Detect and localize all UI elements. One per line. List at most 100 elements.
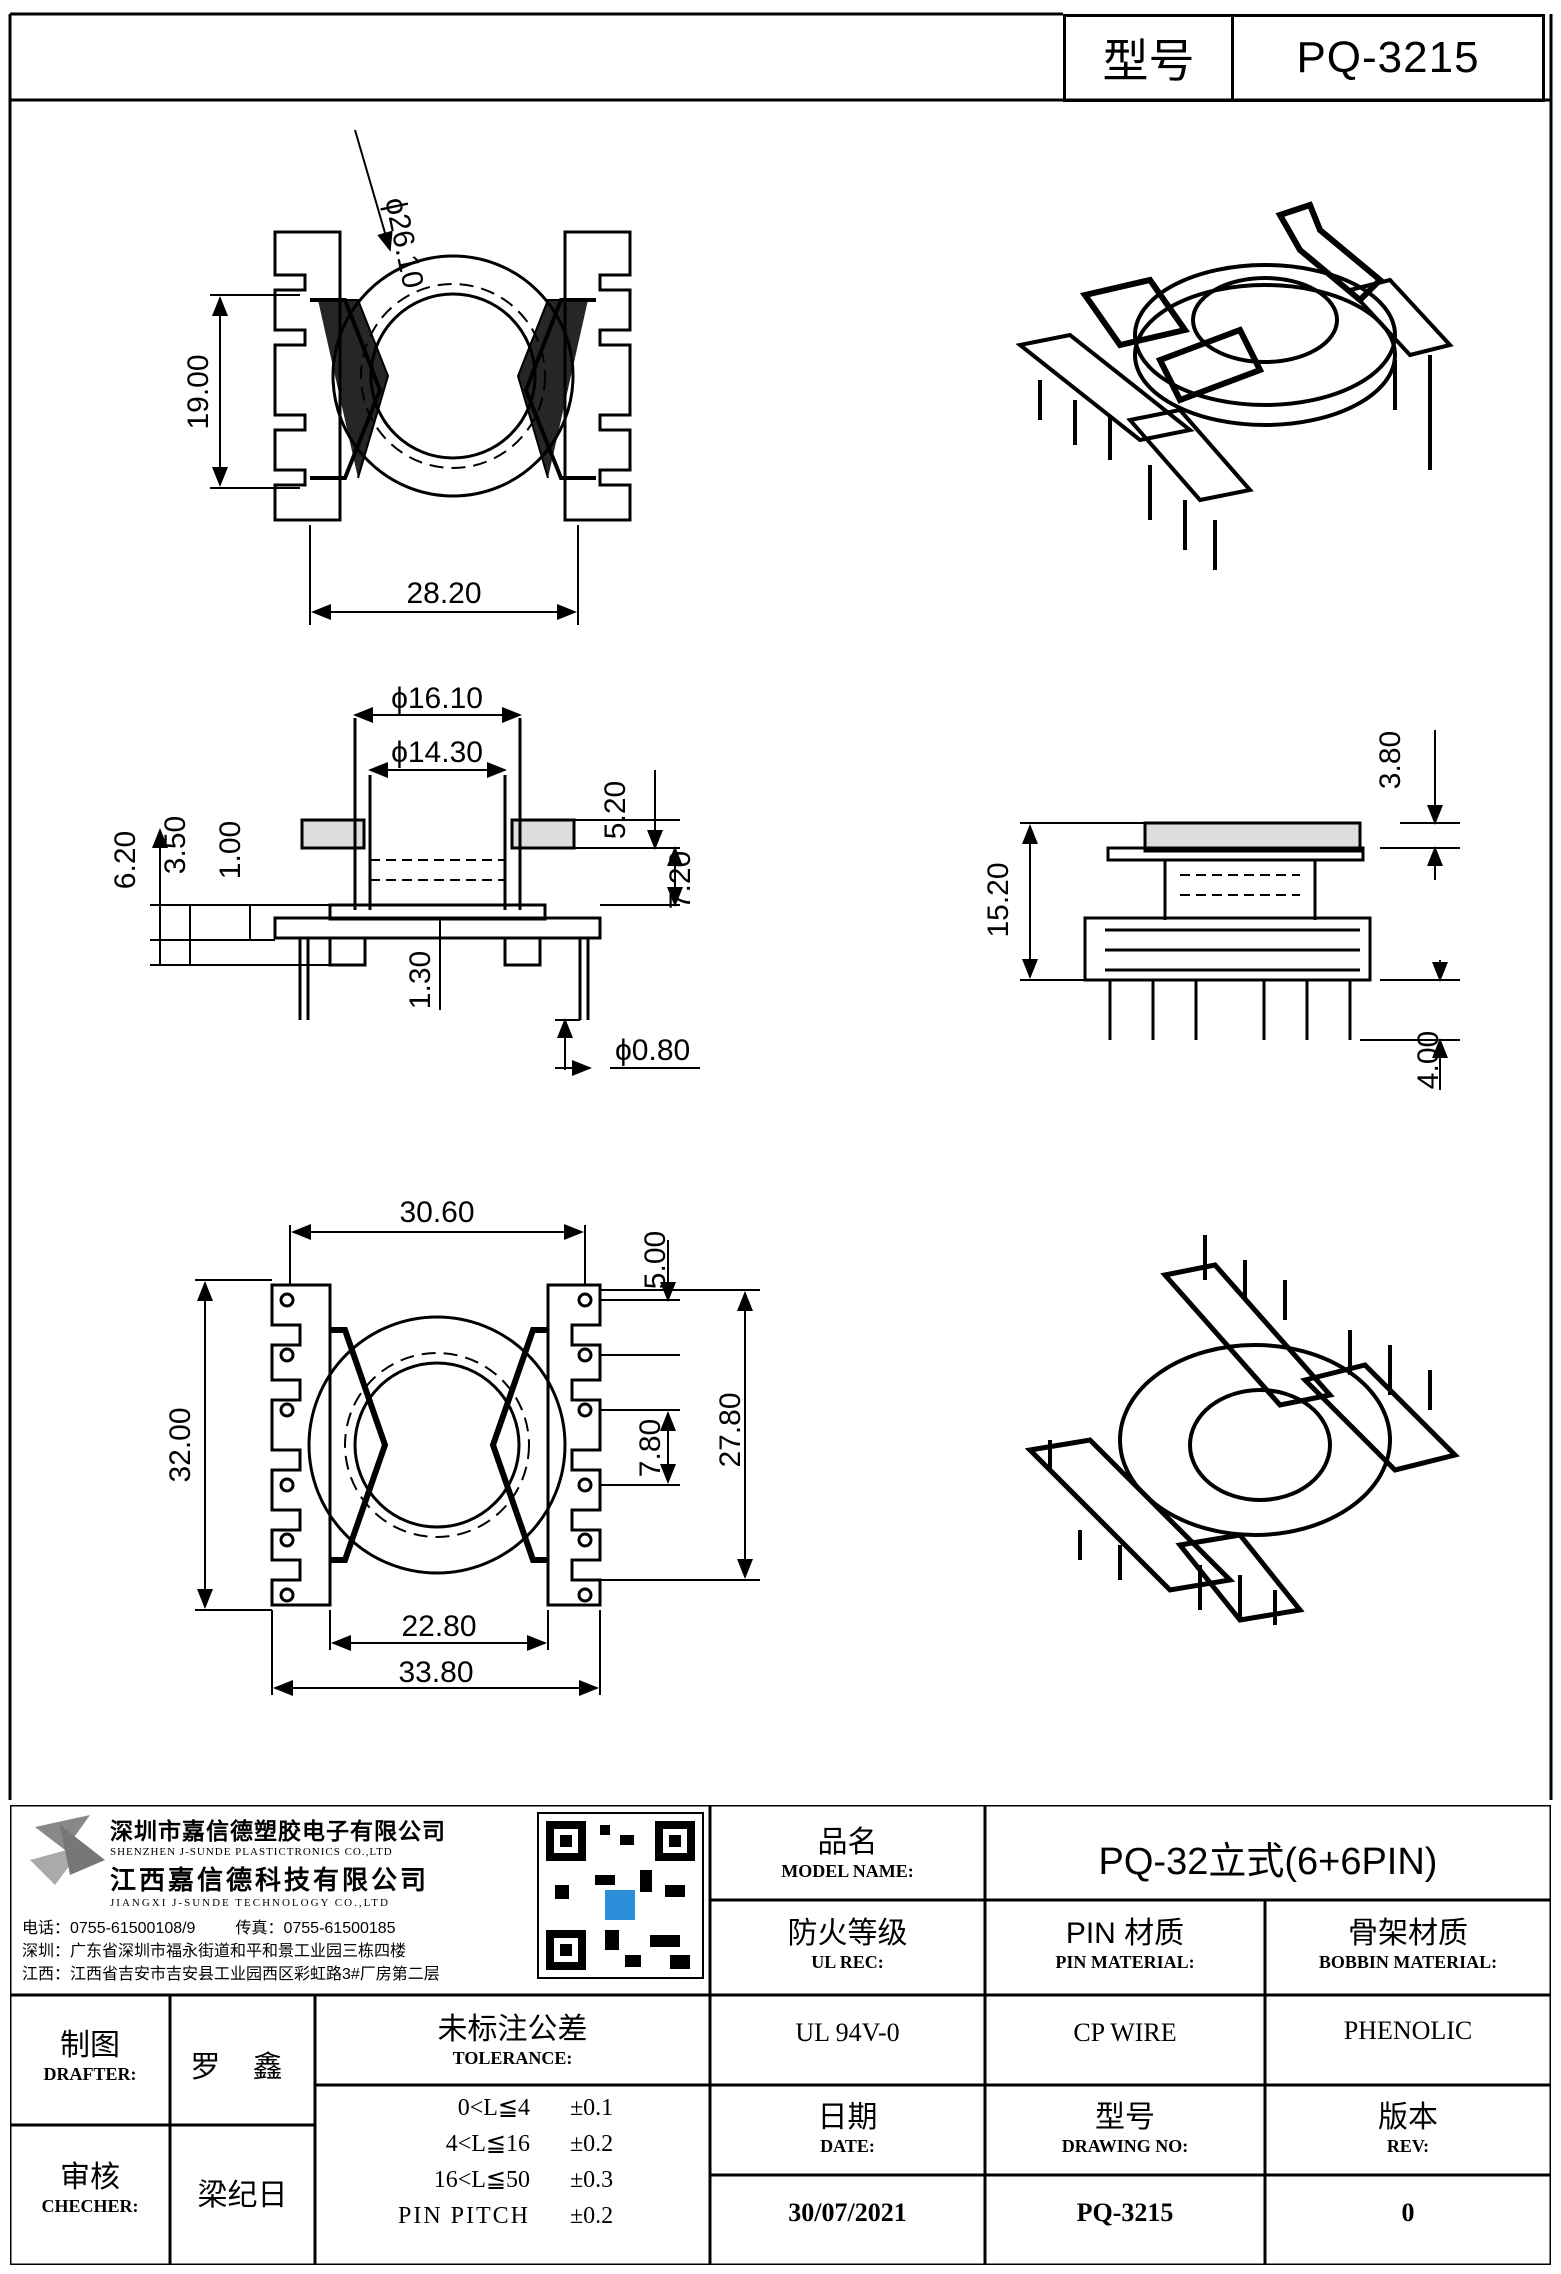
- company2-name-cn: 江西嘉信德科技有限公司: [110, 1865, 430, 1895]
- dim-side-v-6-20: 6.20: [109, 831, 142, 889]
- dim-bottom-w-22-80: 22.80: [401, 1610, 476, 1643]
- checker-label: 审核 CHECHER:: [10, 2152, 170, 2217]
- model-name-label-en: MODEL NAME:: [781, 1861, 914, 1881]
- tolerance-value: ±0.3: [570, 2167, 614, 2193]
- tolerance-value: ±0.1: [570, 2095, 614, 2121]
- tolerance-row: 4<L≦16 ±0.2: [360, 2126, 680, 2162]
- rev-label: 版本 REV:: [1265, 2092, 1551, 2157]
- dim-side-v-7-20: 7.20: [664, 851, 697, 909]
- model-name-label: 品名 MODEL NAME:: [710, 1817, 985, 1882]
- dim-bottom-v-27-80: 27.80: [714, 1392, 747, 1467]
- company-tel: 电话：0755-61500108/9: [22, 1920, 196, 1937]
- ul-label: 防火等级 UL REC:: [710, 1908, 985, 1973]
- iso-view-top: [1015, 201, 1454, 570]
- tolerance-range: PIN PITCH: [397, 2203, 530, 2229]
- dim-bottom-v-32-00: 32.00: [164, 1407, 197, 1482]
- tolerance-range: 4<L≦16: [445, 2131, 530, 2157]
- checker-label-cn: 审核: [60, 2161, 120, 2194]
- drafter-label-cn: 制图: [60, 2029, 120, 2062]
- tolerance-label: 未标注公差 TOLERANCE:: [315, 2004, 710, 2069]
- tolerance-value: ±0.2: [570, 2203, 614, 2229]
- ul-label-cn: 防火等级: [787, 1917, 908, 1950]
- dim-side-v-1-00: 1.00: [214, 821, 247, 879]
- side-view: [273, 718, 602, 1020]
- ul-label-en: UL REC:: [811, 1952, 884, 1972]
- dim-side-v-3-50: 3.50: [159, 816, 192, 874]
- dim-top-w-28-20: 28.20: [406, 577, 481, 610]
- tolerance-range: 16<L≦50: [433, 2167, 530, 2193]
- company-fax: 传真：0755-61500185: [235, 1920, 396, 1937]
- rev-value: 0: [1401, 2198, 1415, 2227]
- company2-name-en: JIANGXI J-SUNDE TECHNOLOGY CO.,LTD: [110, 1897, 390, 1909]
- bobbin-label-cn: 骨架材质: [1348, 1917, 1468, 1950]
- bobbin-label-en: BOBBIN MATERIAL:: [1318, 1952, 1498, 1972]
- company-name-en: SHENZHEN J-SUNDE PLASTICTRONICS CO.,LTD: [110, 1846, 393, 1858]
- date-label: 日期 DATE:: [710, 2092, 985, 2157]
- model-name-value: PQ-32立式(6+6PIN): [1098, 1841, 1438, 1883]
- tolerance-label-en: TOLERANCE:: [452, 2048, 573, 2068]
- tolerance-row: 0<L≦4 ±0.1: [360, 2090, 680, 2126]
- date-label-en: DATE:: [820, 2136, 875, 2156]
- top-view-dims: [210, 129, 579, 625]
- checker-label-en: CHECHER:: [41, 2196, 139, 2216]
- front-view-dims: [1020, 730, 1460, 1090]
- dim-bottom-w-30-60: 30.60: [399, 1196, 474, 1229]
- dim-front-v-3-80: 3.80: [1374, 731, 1407, 789]
- pin-label-en: PIN MATERIAL:: [1055, 1952, 1195, 1972]
- drafter-label-en: DRAFTER:: [43, 2064, 137, 2084]
- dim-front-v-4-00: 4.00: [1412, 1031, 1445, 1089]
- tolerance-label-cn: 未标注公差: [437, 2013, 588, 2046]
- pin-value: CP WIRE: [1073, 2018, 1177, 2047]
- drawing-views: ϕ26.10 19.00 28.20: [8, 12, 1553, 1800]
- date-value: 30/07/2021: [788, 2198, 907, 2227]
- qr-code: [537, 1812, 704, 1979]
- tolerance-range: 0<L≦4: [457, 2095, 530, 2121]
- bottom-view-dims: [195, 1224, 760, 1696]
- dim-side-v-5-20: 5.20: [599, 781, 632, 839]
- bobbin-label: 骨架材质 BOBBIN MATERIAL:: [1265, 1908, 1551, 1973]
- company-info: 深圳市嘉信德塑胶电子有限公司 SHENZHEN J-SUNDE PLASTICT…: [110, 1812, 530, 1909]
- tolerance-row: PIN PITCH ±0.2: [360, 2198, 680, 2234]
- drawing-no-label: 型号 DRAWING NO:: [985, 2092, 1265, 2157]
- front-view: [1083, 821, 1372, 1040]
- drawing-no-value: PQ-3215: [1076, 2198, 1174, 2227]
- side-view-dims: [150, 707, 700, 1076]
- drafter-label: 制图 DRAFTER:: [10, 2020, 170, 2085]
- company-addr-jx: 江西：江西省吉安市吉安县工业园西区彩虹路3#厂房第二层: [22, 1966, 440, 1983]
- dim-side-dia-0-80: ϕ0.80: [615, 1034, 690, 1067]
- dim-bottom-v-7-80: 7.80: [634, 1419, 667, 1477]
- pin-label: PIN 材质 PIN MATERIAL:: [985, 1908, 1265, 1973]
- pin-label-cn: PIN 材质: [1065, 1917, 1185, 1950]
- tolerance-row: 16<L≦50 ±0.3: [360, 2162, 680, 2198]
- model-header-label: 型号: [1066, 17, 1234, 99]
- contact-info: 电话：0755-61500108/9 传真：0755-61500185 深圳：广…: [22, 1917, 532, 1986]
- dim-bottom-v-5-00: 5.00: [639, 1231, 672, 1289]
- dim-top-h-19-00: 19.00: [182, 354, 215, 429]
- dim-side-v-1-30: 1.30: [404, 951, 437, 1009]
- bobbin-value: PHENOLIC: [1343, 2016, 1473, 2045]
- drawing-no-label-cn: 型号: [1095, 2101, 1155, 2134]
- dim-front-v-15-20: 15.20: [982, 862, 1015, 937]
- ul-value: UL 94V-0: [795, 2018, 900, 2047]
- model-header-value: PQ-3215: [1296, 33, 1480, 82]
- drafter-value: 罗 鑫: [190, 2051, 295, 2084]
- checker-value: 梁纪日: [197, 2179, 288, 2212]
- iso-view-bottom: [1024, 1235, 1460, 1625]
- tolerance-table: 0<L≦4 ±0.1 4<L≦16 ±0.2 16<L≦50 ±0.3 PIN …: [360, 2090, 680, 2234]
- date-label-cn: 日期: [817, 2101, 878, 2134]
- rev-label-cn: 版本: [1378, 2101, 1438, 2134]
- company-logo: [30, 1815, 105, 1885]
- sheet-border: [8, 98, 1553, 1800]
- company-name-cn: 深圳市嘉信德塑胶电子有限公司: [110, 1818, 446, 1844]
- dim-side-dia-16-10: ϕ16.10: [391, 682, 483, 715]
- tolerance-value: ±0.2: [570, 2131, 614, 2157]
- rev-label-en: REV:: [1386, 2136, 1430, 2156]
- top-view: [273, 230, 632, 522]
- title-block: [10, 1805, 1551, 2265]
- company-addr-sz: 深圳：广东省深圳市福永街道和平和景工业园三栋四楼: [22, 1943, 407, 1960]
- dim-side-dia-14-30: ϕ14.30: [391, 736, 483, 769]
- model-name-label-cn: 品名: [817, 1826, 878, 1859]
- bottom-view: [270, 1283, 602, 1607]
- dim-bottom-w-33-80: 33.80: [398, 1656, 473, 1689]
